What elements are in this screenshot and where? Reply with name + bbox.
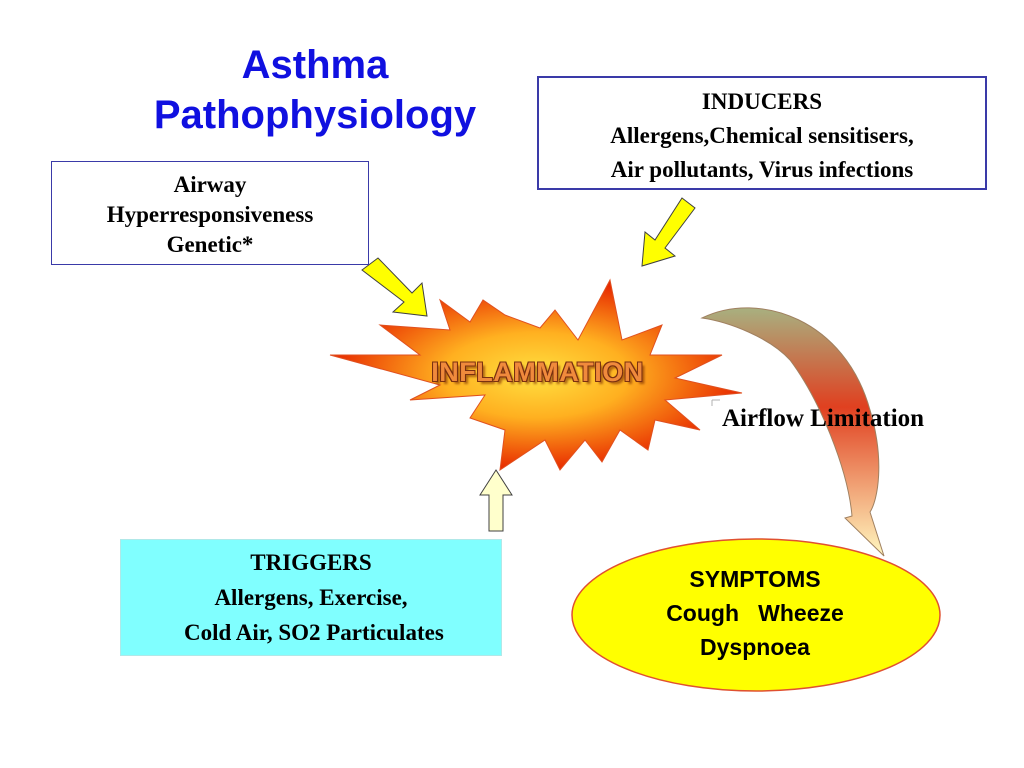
airway-arrow bbox=[361, 257, 428, 317]
triggers-heading: TRIGGERS bbox=[250, 550, 372, 575]
symptoms-line-1: Cough Wheeze bbox=[666, 600, 844, 626]
inducers-line-2: Air pollutants, Virus infections bbox=[610, 157, 914, 182]
airway-line-2: Hyperresponsiveness bbox=[106, 202, 314, 227]
triggers-line-2: Cold Air, SO2 Particulates bbox=[178, 620, 444, 645]
inducers-arrow bbox=[641, 197, 696, 267]
title-line-2: Pathophysiology bbox=[153, 93, 477, 137]
airway-line-3: Genetic* bbox=[166, 232, 254, 257]
airflow-curved-arrow bbox=[700, 307, 885, 557]
inducers-line-1: Allergens,Chemical sensitisers, bbox=[610, 123, 914, 148]
symptoms-ellipse bbox=[571, 538, 941, 692]
triggers-arrow bbox=[479, 469, 513, 532]
symptoms-heading: SYMPTOMS bbox=[689, 566, 821, 592]
airway-box: Airway Hyperresponsiveness Genetic* bbox=[51, 161, 369, 265]
symptoms-text: SYMPTOMS Cough Wheeze Dyspnoea bbox=[605, 562, 905, 664]
inducers-heading: INDUCERS bbox=[701, 89, 823, 114]
title-line-1: Asthma bbox=[241, 43, 389, 87]
airflow-limitation-label: Airflow Limitation bbox=[722, 405, 925, 432]
airway-line-1: Airway bbox=[173, 172, 247, 197]
inflammation-label: INFLAMMATION bbox=[431, 357, 644, 387]
symptoms-line-2: Dyspnoea bbox=[700, 634, 810, 660]
inflammation-burst bbox=[329, 278, 743, 472]
triggers-line-1: Allergens, Exercise, bbox=[214, 585, 408, 610]
triggers-box: TRIGGERS Allergens, Exercise, Cold Air, … bbox=[120, 539, 502, 656]
inducers-box: INDUCERS Allergens,Chemical sensitisers,… bbox=[537, 76, 987, 190]
page-title: Asthma Pathophysiology bbox=[110, 40, 520, 140]
